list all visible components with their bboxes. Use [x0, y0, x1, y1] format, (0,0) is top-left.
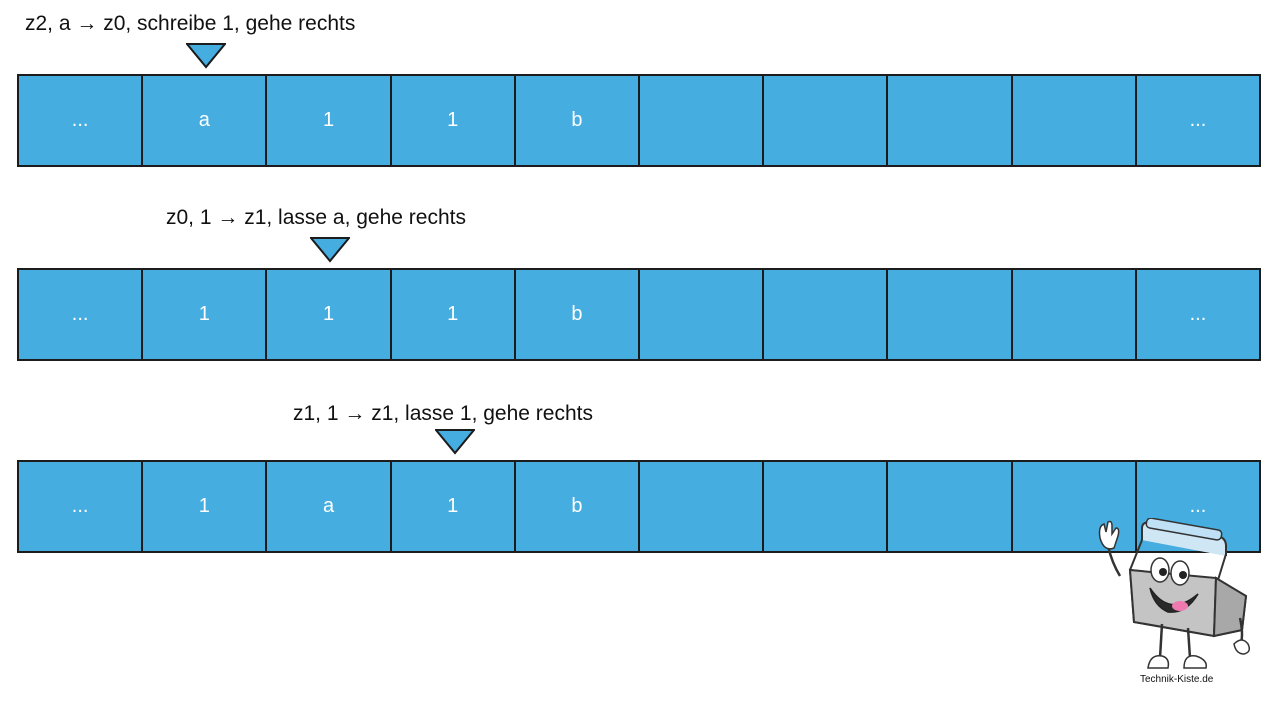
tape-cell: b: [515, 76, 641, 165]
tape-cell: a: [143, 76, 268, 165]
tape-cell: [640, 270, 765, 359]
tape-cell: [764, 76, 889, 165]
tape-cell: [1012, 270, 1137, 359]
tape-cell: [1012, 76, 1137, 165]
tape-cell: ...: [19, 270, 144, 359]
tape-cell: [640, 462, 765, 551]
tape-cell: [640, 76, 765, 165]
step-2-tape: ... 1 1 1 b ...: [17, 268, 1261, 361]
tape-cell: ...: [19, 76, 144, 165]
tape-cell: [764, 462, 889, 551]
tape-cell: 1: [267, 270, 392, 359]
tape-cell: 1: [267, 76, 392, 165]
tape-cell: ...: [19, 462, 144, 551]
tape-cell: 1: [143, 462, 268, 551]
tape-cell: b: [515, 462, 641, 551]
tape-cell: [888, 76, 1013, 165]
tape-cell: ...: [1136, 76, 1260, 165]
tape-cell: ...: [1136, 270, 1260, 359]
tape-cell: 1: [143, 270, 268, 359]
step-1-tape: ... a 1 1 b ...: [17, 74, 1261, 167]
tape-cell: 1: [391, 270, 516, 359]
step-2-transition-label: z0, 1 → z1, lasse a, gehe rechts: [166, 206, 466, 229]
step-3-transition-label: z1, 1 → z1, lasse 1, gehe rechts: [293, 402, 593, 425]
step-2: z0, 1 → z1, lasse a, gehe rechts ... 1 1…: [0, 194, 1280, 374]
step-1: z2, a → z0, schreibe 1, gehe rechts ... …: [0, 0, 1280, 180]
tape-cell: 1: [391, 462, 516, 551]
step-3-tape: ... 1 a 1 b ...: [17, 460, 1261, 553]
step-1-transition-label: z2, a → z0, schreibe 1, gehe rechts: [25, 12, 356, 35]
tape-cell: [888, 462, 1013, 551]
tape-cell: [764, 270, 889, 359]
mascot-caption: Technik-Kiste.de: [1140, 674, 1214, 685]
step-3: z1, 1 → z1, lasse 1, gehe rechts ... 1 a…: [0, 387, 1280, 567]
tape-cell: a: [267, 462, 392, 551]
tape-cell: [888, 270, 1013, 359]
tape-cell: 1: [391, 76, 516, 165]
toolbox-mascot-logo: [1090, 517, 1255, 693]
tape-cell: b: [515, 270, 641, 359]
